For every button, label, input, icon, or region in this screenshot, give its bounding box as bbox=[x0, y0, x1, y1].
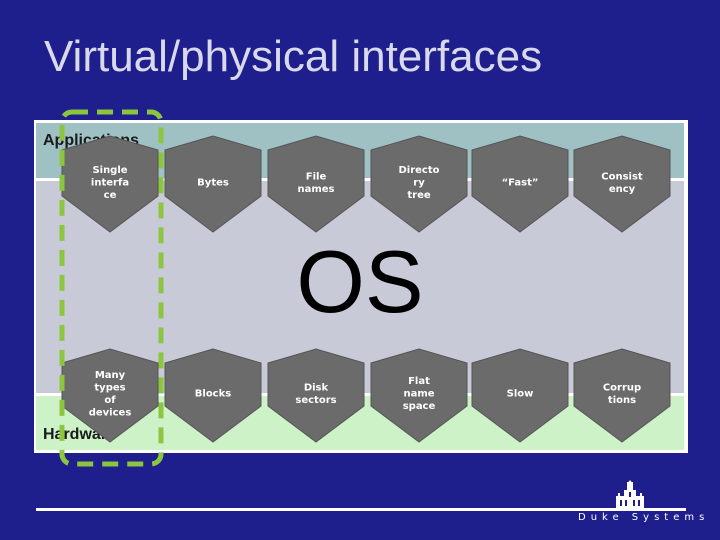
bottom-arrow-label: Many bbox=[95, 370, 126, 381]
bottom-arrow-5 bbox=[471, 348, 569, 443]
bottom-arrow-label: types bbox=[94, 382, 125, 393]
top-arrow-2 bbox=[164, 135, 262, 233]
top-arrow-3 bbox=[267, 135, 365, 233]
top-arrow-1 bbox=[61, 135, 159, 233]
top-arrow-5 bbox=[471, 135, 569, 233]
top-arrow-6 bbox=[573, 135, 671, 233]
top-arrow-label: ce bbox=[104, 190, 117, 201]
slide-title: Virtual/physical interfaces bbox=[44, 32, 543, 81]
top-arrow-4 bbox=[370, 135, 468, 233]
top-arrow-label: ency bbox=[609, 184, 636, 195]
footer-divider bbox=[36, 508, 686, 511]
bottom-arrow-2 bbox=[164, 348, 262, 443]
bottom-arrow-label: Slow bbox=[507, 389, 534, 400]
top-arrow-label: Directo bbox=[398, 165, 439, 176]
bottom-arrow-4 bbox=[370, 348, 468, 443]
bottom-arrow-label: of bbox=[104, 395, 116, 406]
bottom-arrow-label: Blocks bbox=[195, 389, 231, 400]
bottom-arrow-label: Flat bbox=[408, 376, 430, 387]
os-label: OS bbox=[296, 232, 424, 331]
duke-systems-logo-text: Duke Systems bbox=[578, 512, 710, 523]
top-arrow-label: Single bbox=[92, 165, 127, 176]
bottom-arrow-label: tions bbox=[608, 395, 636, 406]
bottom-arrow-label: Disk bbox=[304, 382, 329, 393]
top-arrow-label: ry bbox=[413, 178, 425, 189]
top-arrow-label: interfa bbox=[91, 178, 129, 189]
bottom-arrow-3 bbox=[267, 348, 365, 443]
top-arrow-label: tree bbox=[407, 190, 430, 201]
top-arrow-label: File bbox=[306, 171, 327, 182]
bottom-arrow-label: sectors bbox=[295, 395, 336, 406]
bottom-arrow-label: devices bbox=[89, 407, 132, 418]
top-arrow-group: Single interface Bytes File names Directo rytr… bbox=[61, 135, 671, 233]
top-arrow-label: Consist bbox=[601, 171, 643, 182]
bottom-arrow-label: Corrup bbox=[603, 382, 641, 393]
os-band bbox=[36, 181, 684, 393]
bottom-arrow-6 bbox=[573, 348, 671, 443]
top-arrow-label: “Fast” bbox=[502, 178, 539, 189]
bottom-arrow-label: name bbox=[403, 389, 434, 400]
duke-chapel-icon bbox=[616, 480, 644, 508]
bottom-arrow-label: space bbox=[403, 401, 436, 412]
highlight-dashed-box bbox=[59, 109, 164, 467]
top-arrow-label: Bytes bbox=[197, 178, 229, 189]
top-arrow-label: names bbox=[297, 184, 334, 195]
